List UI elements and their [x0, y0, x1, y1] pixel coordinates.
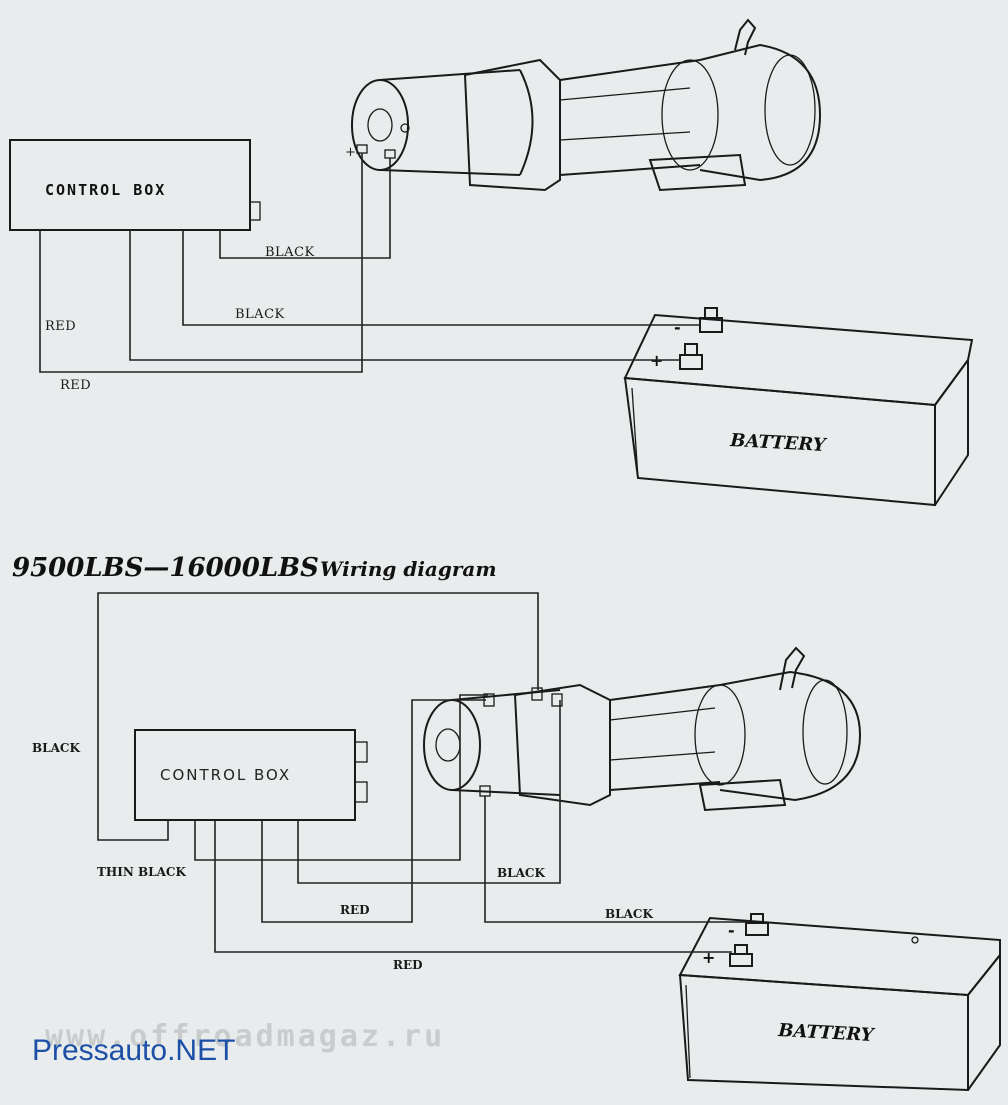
bottom-wire-label-black-mid: BLACK — [497, 866, 545, 880]
top-diagram: CONTROL BOX — [9, 18, 974, 507]
bottom-diagram: 9500LBS—16000LBS Wiring diagram CONTROL … — [12, 553, 1001, 1092]
top-wire-label-red-2: RED — [60, 378, 91, 393]
top-wires — [39, 153, 700, 373]
bottom-battery-label: BATTERY — [777, 1020, 876, 1046]
top-winch: + — [345, 18, 822, 192]
top-control-box: CONTROL BOX — [9, 139, 261, 231]
bottom-wires — [97, 592, 748, 953]
svg-text:+: + — [345, 145, 356, 160]
bottom-wire-label-red-1: RED — [340, 903, 370, 917]
bottom-wire-label-red-2: RED — [393, 958, 423, 972]
bottom-battery-plus: + — [702, 948, 715, 967]
top-battery-label: BATTERY — [729, 430, 828, 456]
bottom-wire-label-thin-black: THIN BLACK — [97, 865, 186, 879]
bottom-winch — [423, 646, 862, 812]
bottom-wire-label-black-right: BLACK — [605, 907, 653, 921]
bottom-battery: - + BATTERY — [678, 913, 1001, 1092]
top-wire-label-red-1: RED — [45, 319, 76, 334]
bottom-battery-minus: - — [728, 921, 735, 940]
brand-text: Pressauto.NET — [32, 1034, 235, 1067]
bottom-wire-label-black-left: BLACK — [32, 741, 80, 755]
top-battery: - + BATTERY — [623, 307, 974, 507]
top-control-box-label: CONTROL BOX — [45, 181, 166, 199]
top-battery-minus: - — [674, 318, 681, 337]
top-wire-label-black-1: BLACK — [265, 245, 315, 260]
bottom-control-box: CONTROL BOX — [134, 729, 368, 821]
bottom-subtitle: Wiring diagram — [320, 557, 497, 581]
watermark-text: www.offroadmagaz.ru — [45, 1019, 445, 1054]
bottom-control-box-label: CONTROL BOX — [160, 766, 291, 784]
bottom-title: 9500LBS—16000LBS — [12, 553, 319, 583]
top-wire-label-black-2: BLACK — [235, 307, 285, 322]
